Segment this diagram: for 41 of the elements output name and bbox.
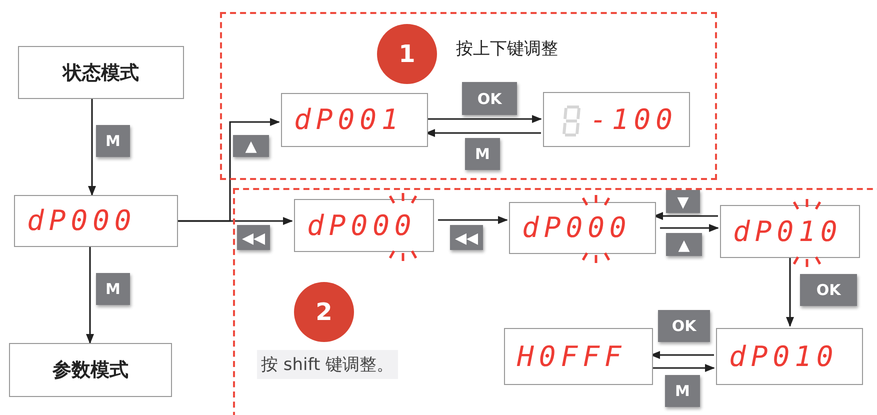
key-label: OK <box>462 82 517 115</box>
display-reading: -100 <box>590 106 678 134</box>
mode-label: 状态模式 <box>63 60 139 86</box>
key-label: ◀◀ <box>237 225 270 250</box>
arrow <box>88 99 96 196</box>
instruction-text: 按上下键调整 <box>456 38 558 60</box>
key-label: ◀◀ <box>450 225 483 250</box>
display-reading: dP001 <box>294 106 404 134</box>
step-number: 1 <box>377 24 437 84</box>
display-reading: dP010 <box>729 342 838 370</box>
display-box <box>504 328 653 385</box>
display-box <box>281 93 428 147</box>
arrow <box>178 217 293 225</box>
instruction-text: 按 shift 键调整。 <box>257 350 398 379</box>
arrow <box>786 256 794 327</box>
arrow <box>651 364 715 372</box>
key-label: M <box>665 375 700 407</box>
display-reading: dP000 <box>522 214 632 242</box>
key-label: ▼ <box>666 190 700 213</box>
display-reading: dP000 <box>307 212 416 240</box>
key-label: ▲ <box>233 135 269 157</box>
key-label: OK <box>658 310 710 342</box>
display-reading: dP010 <box>733 218 842 246</box>
display-box <box>14 195 178 247</box>
key-label: OK <box>800 274 857 306</box>
display-reading: dP000 <box>27 207 136 235</box>
mode-label: 参数模式 <box>52 358 128 383</box>
key-label: M <box>465 138 500 170</box>
mode-box <box>9 343 172 397</box>
step-number: 2 <box>294 282 354 342</box>
key-label: ▲ <box>666 233 702 256</box>
arrow <box>426 115 542 123</box>
arrow <box>438 216 508 224</box>
display-box <box>543 92 690 147</box>
key-label: M <box>96 125 130 157</box>
arrow <box>660 224 719 232</box>
display-box <box>716 328 863 385</box>
mode-box <box>18 46 184 99</box>
display-reading: H0FFF <box>517 342 626 370</box>
key-label: M <box>96 273 130 305</box>
arrow <box>86 247 94 344</box>
